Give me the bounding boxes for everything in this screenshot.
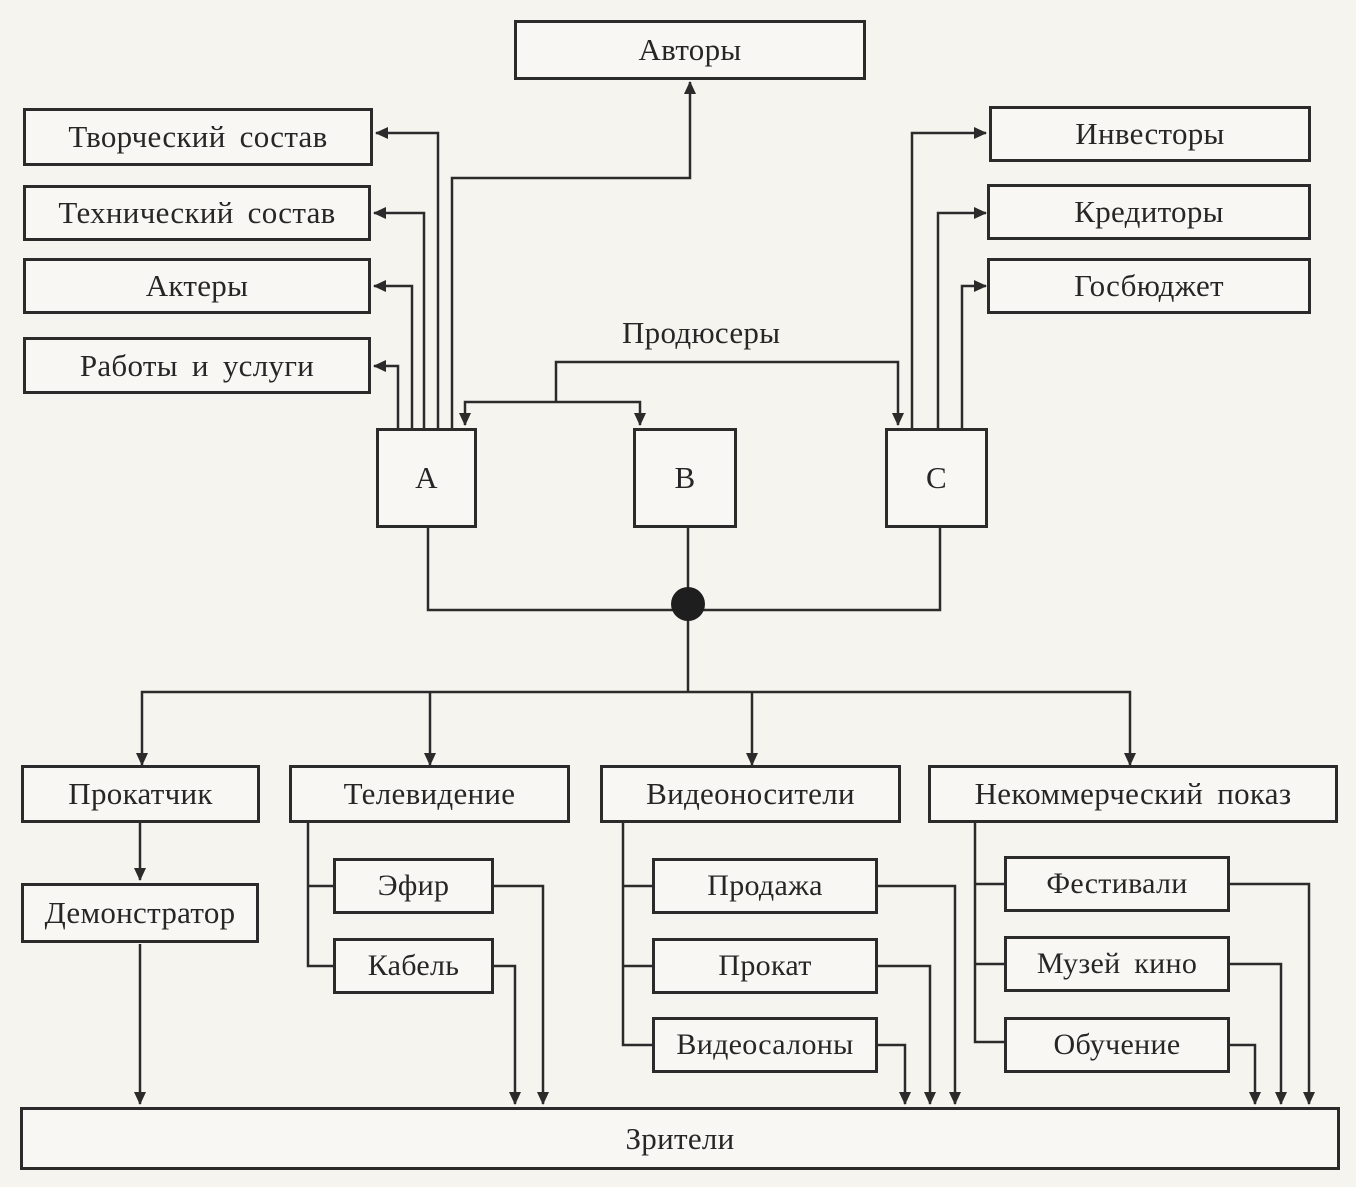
arrow-sale-viewers: [878, 884, 961, 1105]
arrow-hub-noncommercial: [688, 690, 1136, 766]
node-creditors: Кредиторы: [987, 184, 1311, 240]
node-viewers: Зрители: [20, 1107, 1340, 1170]
arrow-producers-a: [459, 400, 556, 426]
line-a-hub: [426, 528, 688, 612]
node-film-museum: Музей кино: [1004, 936, 1230, 992]
arrow-a-creative: [375, 127, 440, 428]
line-c-hub: [688, 528, 942, 612]
hub-dot: [671, 587, 705, 621]
arrow-c-creditors: [936, 207, 987, 428]
arrow-festivals-viewers: [1230, 882, 1315, 1105]
arrow-cable-viewers: [494, 964, 521, 1105]
arrow-rental-viewers: [878, 964, 936, 1105]
arrow-c-investors: [910, 127, 987, 428]
arrow-hub-distributor: [136, 690, 688, 766]
arrow-broadcast-viewers: [494, 884, 549, 1105]
node-creative-staff: Творческий состав: [23, 108, 373, 166]
node-authors: Авторы: [514, 20, 866, 80]
arrow-a-works: [373, 360, 400, 428]
arrow-a-technical: [373, 207, 426, 428]
arrow-education-viewers: [1230, 1043, 1261, 1105]
node-distributor: Прокатчик: [21, 765, 260, 823]
node-exhibitor: Демонстратор: [21, 883, 259, 943]
label-producers: Продюсеры: [622, 315, 781, 350]
line-video-bracket: [621, 823, 652, 1047]
node-festivals: Фестивали: [1004, 856, 1230, 912]
node-works-services: Работы и услуги: [23, 337, 371, 394]
line-tv-bracket: [306, 823, 333, 968]
node-video-salons: Видеосалоны: [652, 1017, 878, 1073]
arrow-c-budget: [960, 280, 987, 428]
arrow-salons-viewers: [878, 1043, 911, 1105]
node-video-media: Видеоносители: [600, 765, 901, 823]
node-investors: Инвесторы: [989, 106, 1311, 162]
node-state-budget: Госбюджет: [987, 258, 1311, 314]
node-sale: Продажа: [652, 858, 878, 914]
node-cable: Кабель: [333, 938, 494, 994]
arrow-a-authors: [450, 81, 696, 428]
node-noncommercial: Некоммерческий показ: [928, 765, 1338, 823]
node-a: А: [376, 428, 477, 528]
node-technical-staff: Технический состав: [23, 185, 371, 241]
line-noncommercial-bracket: [973, 823, 1004, 1044]
node-rental: Прокат: [652, 938, 878, 994]
node-b: В: [633, 428, 737, 528]
node-television: Телевидение: [289, 765, 570, 823]
node-actors: Актеры: [23, 258, 371, 314]
arrow-producers-b: [556, 400, 646, 426]
arrow-museum-viewers: [1230, 962, 1287, 1105]
node-c: С: [885, 428, 988, 528]
arrow-producers-c: [554, 360, 904, 426]
node-education: Обучение: [1004, 1017, 1230, 1073]
node-broadcast: Эфир: [333, 858, 494, 914]
arrow-a-actors: [373, 280, 414, 428]
